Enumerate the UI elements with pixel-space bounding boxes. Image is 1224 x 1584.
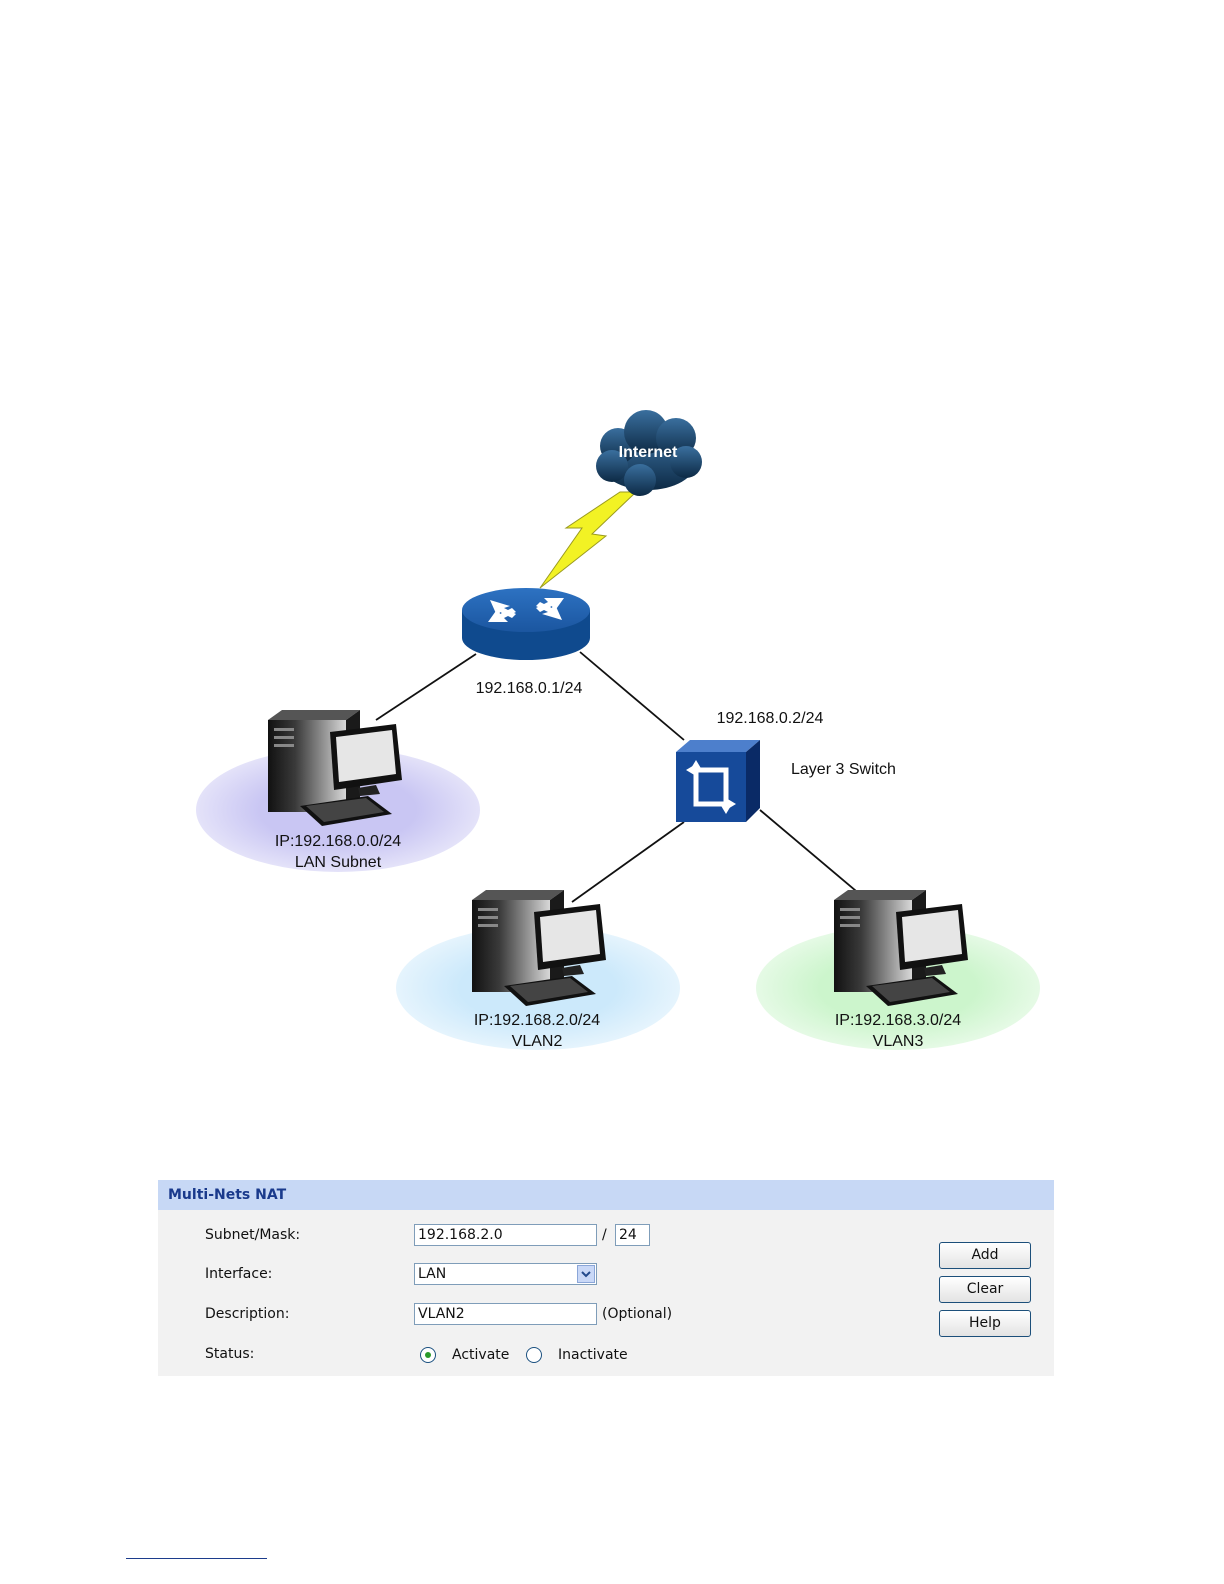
chevron-down-icon[interactable] <box>577 1265 595 1283</box>
interface-selected-value: LAN <box>418 1266 446 1282</box>
description-row: Description: VLAN2 (Optional) <box>158 1302 1054 1328</box>
vlan3-name-label: VLAN3 <box>873 1033 924 1050</box>
vlan2-name-label: VLAN2 <box>512 1033 563 1050</box>
interface-row: Interface: LAN <box>158 1262 1054 1288</box>
switch-name-label: Layer 3 Switch <box>791 761 896 778</box>
inactivate-radio[interactable] <box>526 1347 542 1363</box>
mask-input[interactable]: 24 <box>615 1224 650 1246</box>
help-button[interactable]: Help <box>939 1310 1031 1337</box>
interface-label: Interface: <box>205 1266 272 1282</box>
subnet-mask-label: Subnet/Mask: <box>205 1227 300 1243</box>
vlan2-ip-label: IP:192.168.2.0/24 <box>474 1012 600 1029</box>
subnet-input[interactable]: 192.168.2.0 <box>414 1224 597 1246</box>
link-switch-vlan3 <box>760 810 862 896</box>
layer3-switch-icon <box>676 740 760 822</box>
activate-label: Activate <box>452 1347 509 1363</box>
description-input[interactable]: VLAN2 <box>414 1303 597 1325</box>
router-ip-label: 192.168.0.1/24 <box>476 680 583 697</box>
add-button[interactable]: Add <box>939 1242 1031 1269</box>
status-label: Status: <box>205 1346 254 1362</box>
subnet-mask-row: Subnet/Mask: 192.168.2.0 / 24 <box>158 1223 1054 1249</box>
description-hint: (Optional) <box>602 1306 672 1322</box>
lan-ip-label: IP:192.168.0.0/24 <box>275 833 401 850</box>
footnote-divider <box>126 1558 267 1559</box>
vlan3-ip-label: IP:192.168.3.0/24 <box>835 1012 961 1029</box>
inactivate-label: Inactivate <box>558 1347 628 1363</box>
multi-nets-nat-panel: Multi-Nets NAT Subnet/Mask: 192.168.2.0 … <box>158 1180 1054 1376</box>
switch-ip-label: 192.168.0.2/24 <box>717 710 824 727</box>
lan-name-label: LAN Subnet <box>295 854 382 871</box>
link-router-lan <box>376 654 476 720</box>
internet-label: Internet <box>619 444 678 461</box>
interface-select[interactable]: LAN <box>414 1263 597 1285</box>
panel-title: Multi-Nets NAT <box>158 1180 1054 1210</box>
wan-lightning-icon <box>540 492 636 588</box>
vlan2-pc-icon <box>472 890 606 1006</box>
description-label: Description: <box>205 1306 289 1322</box>
status-row: Status: Activate Inactivate <box>158 1342 1054 1368</box>
router-icon <box>462 588 590 660</box>
link-switch-vlan2 <box>572 822 684 902</box>
vlan3-pc-icon <box>834 890 968 1006</box>
clear-button[interactable]: Clear <box>939 1276 1031 1303</box>
link-router-switch <box>580 652 684 740</box>
mask-separator: / <box>602 1227 607 1243</box>
activate-radio[interactable] <box>420 1347 436 1363</box>
lan-pc-icon <box>268 710 402 826</box>
